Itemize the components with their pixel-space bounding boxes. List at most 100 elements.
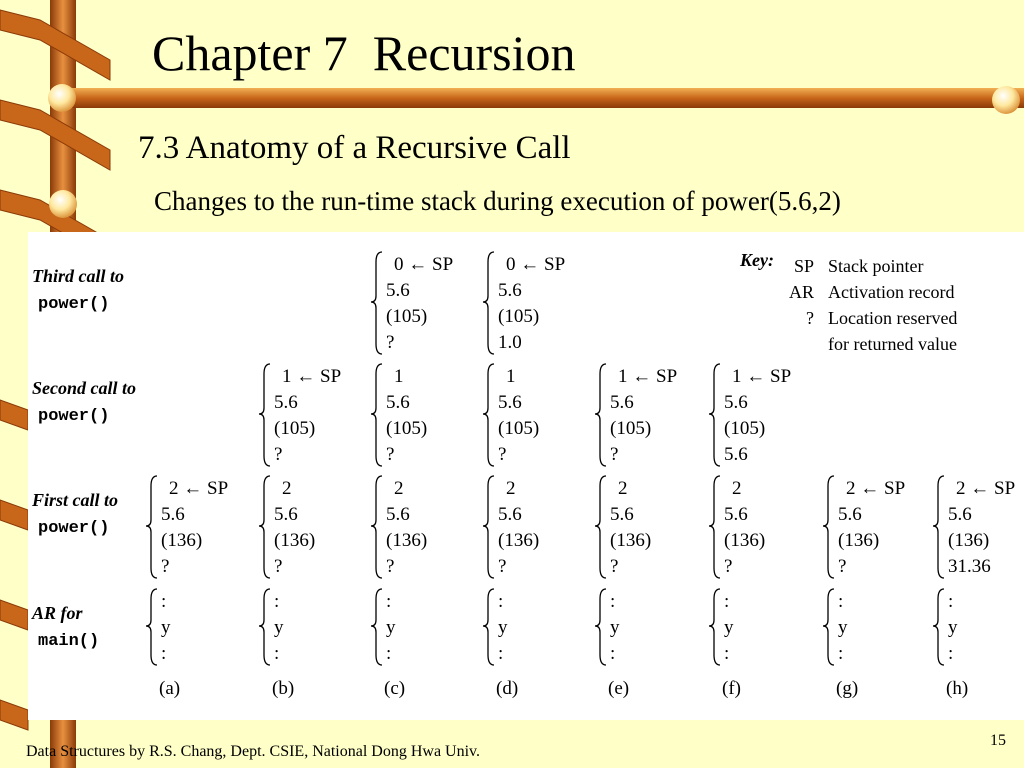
column-label: (e) — [608, 678, 629, 699]
stack-cell: 5.6 — [610, 504, 634, 525]
stack-brace — [258, 475, 271, 579]
key-header: Key: — [739, 250, 774, 270]
stack-cell: 5.6 — [498, 392, 522, 413]
stack-cell: (105) — [610, 418, 651, 439]
stack-cell: 5.6 — [838, 504, 862, 525]
stack-cell: ? — [161, 556, 169, 577]
stack-cell: 5.6 — [498, 280, 522, 301]
stack-cell: : — [498, 591, 503, 612]
stack-cell: (136) — [838, 530, 879, 551]
stack-cell: : — [161, 643, 166, 664]
stack-cell: 0 ← SP — [506, 254, 565, 275]
stack-cell: : — [274, 643, 279, 664]
column-label: (b) — [272, 678, 294, 699]
row-label: Second call to — [32, 378, 136, 398]
stack-cell: : — [386, 643, 391, 664]
stack-cell: 5.6 — [610, 392, 634, 413]
stack-cell: (105) — [386, 418, 427, 439]
column-label: (d) — [496, 678, 518, 699]
stack-cell: 5.6 — [386, 504, 410, 525]
stack-cell: : — [948, 643, 953, 664]
stack-cell: (136) — [274, 530, 315, 551]
stack-cell: y — [161, 617, 171, 638]
stack-cell: 1 ← SP — [618, 366, 677, 387]
stack-cell: y — [274, 617, 284, 638]
stack-cell: 5.6 — [724, 504, 748, 525]
stack-cell: y — [386, 617, 396, 638]
stack-cell: 5.6 — [724, 444, 748, 465]
stack-cell: 2 — [732, 478, 742, 499]
stack-cell: (105) — [724, 418, 765, 439]
stack-cell: (136) — [610, 530, 651, 551]
stack-brace — [370, 363, 383, 467]
stack-cell: y — [724, 617, 734, 638]
stack-cell: ? — [274, 556, 282, 577]
key-description: for returned value — [828, 334, 957, 354]
stack-cell: (105) — [386, 306, 427, 327]
column-label: (c) — [384, 678, 405, 699]
row-function-name: main() — [38, 632, 99, 651]
stack-brace — [822, 588, 835, 666]
stack-brace — [594, 475, 607, 579]
stack-brace — [258, 363, 271, 467]
stack-cell: ? — [724, 556, 732, 577]
stack-cell: 0 ← SP — [394, 254, 453, 275]
stack-brace — [708, 475, 721, 579]
stack-cell: 5.6 — [274, 504, 298, 525]
stack-cell: : — [610, 591, 615, 612]
stack-cell: 2 ← SP — [169, 478, 228, 499]
stack-cell: y — [948, 617, 958, 638]
stack-cell: (136) — [161, 530, 202, 551]
stack-cell: 2 — [282, 478, 292, 499]
stack-cell: ? — [610, 556, 618, 577]
row-function-name: power() — [38, 407, 109, 426]
stack-cell: 2 ← SP — [956, 478, 1015, 499]
stack-cell: ? — [610, 444, 618, 465]
stack-cell: 5.6 — [386, 280, 410, 301]
column-label: (h) — [946, 678, 968, 699]
stack-brace — [932, 475, 945, 579]
row-label: AR for — [31, 603, 84, 623]
stack-brace — [594, 363, 607, 467]
key-description: Location reserved — [828, 308, 957, 328]
stack-cell: ? — [838, 556, 846, 577]
knob-left — [48, 84, 76, 112]
stack-cell: y — [610, 617, 620, 638]
stack-brace — [708, 363, 721, 467]
row-function-name: power() — [38, 519, 109, 538]
stack-cell: : — [161, 591, 166, 612]
stack-cell: ? — [498, 444, 506, 465]
stack-cell: 1 ← SP — [732, 366, 791, 387]
knob-right — [992, 86, 1020, 114]
page-number: 15 — [990, 732, 1006, 749]
stack-brace — [482, 588, 495, 666]
stack-cell: ? — [386, 556, 394, 577]
stack-cell: 5.6 — [274, 392, 298, 413]
key-symbol: ? — [806, 308, 814, 328]
stack-cell: : — [610, 643, 615, 664]
stack-cell: 1 — [506, 366, 516, 387]
stack-cell: 2 — [394, 478, 404, 499]
section-heading: 7.3 Anatomy of a Recursive Call — [138, 130, 571, 166]
stack-cell: 31.36 — [948, 556, 991, 577]
knob-lower — [49, 190, 77, 218]
stack-brace — [145, 588, 158, 666]
stack-cell: (105) — [274, 418, 315, 439]
stack-brace — [145, 475, 158, 579]
stack-cell: 5.6 — [386, 392, 410, 413]
column-label: (g) — [836, 678, 858, 699]
stack-cell: 5.6 — [724, 392, 748, 413]
stack-brace — [708, 588, 721, 666]
stack-cell: (105) — [498, 418, 539, 439]
slide-title: Chapter 7 Recursion — [152, 25, 576, 81]
stack-cell: (136) — [386, 530, 427, 551]
stack-brace — [482, 251, 495, 355]
stack-cell: 5.6 — [948, 504, 972, 525]
stack-cell: 5.6 — [161, 504, 185, 525]
stack-cell: : — [724, 643, 729, 664]
stack-cell: y — [498, 617, 508, 638]
horizontal-bar — [62, 88, 1024, 108]
column-label: (a) — [159, 678, 180, 699]
